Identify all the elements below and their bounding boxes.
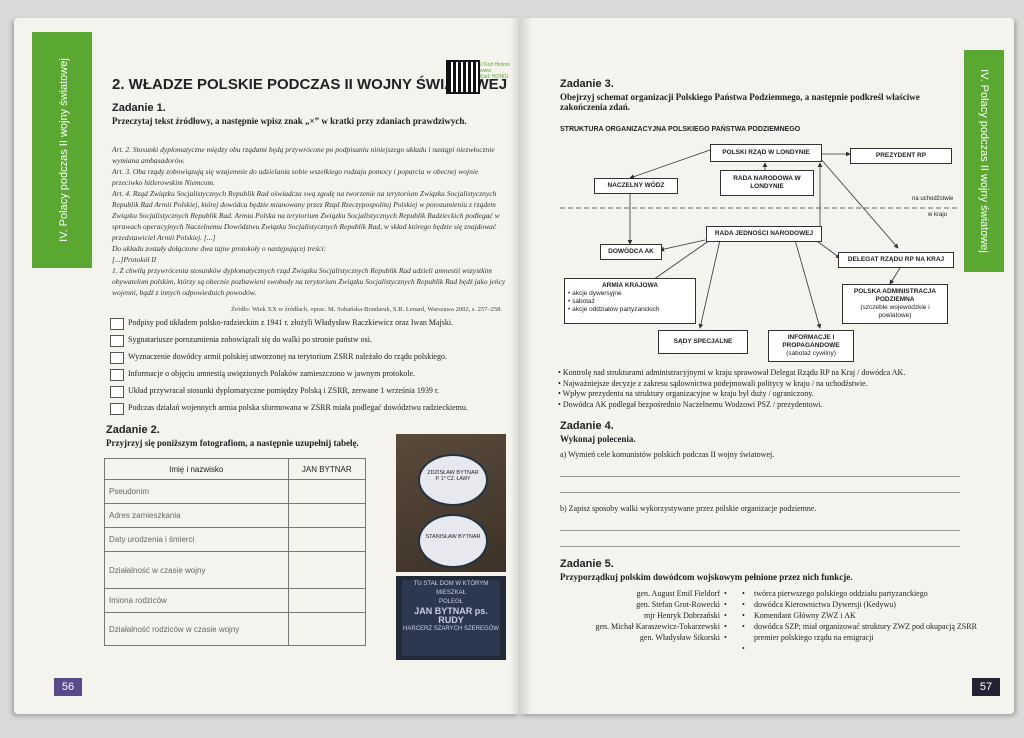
list-item[interactable]: gen. Michał Karaszewicz-Tokarzewski (595, 622, 721, 631)
country-label: w kraju (928, 212, 948, 218)
table-row: Imiona rodziców (104, 588, 367, 613)
page-title: 2. WŁADZE POLSKIE PODCZAS II WOJNY ŚWIAT… (112, 76, 508, 93)
book-spread: IV. Polacy podczas II wojny światowej 2.… (14, 18, 1014, 720)
node-armia: ARMIA KRAJOWA • akcje dywersyjne • sabot… (564, 278, 696, 324)
node-administracja: POLSKA ADMINISTRACJA PODZIEMNA (szczeble… (842, 284, 948, 324)
node-rzad: POLSKI RZĄD W LONDYNIE (710, 144, 822, 162)
plaque: ZDZISŁAW BYTNAR P. 1° CZ. ŁAWY (418, 454, 488, 506)
list-item[interactable]: dowódca Kierownictwa Dywersji (Kedywu) (754, 600, 896, 609)
table-row: Daty urodzenia i śmierci (104, 527, 367, 552)
statement-list: Podpisy pod układem polsko-radzieckim z … (110, 318, 510, 420)
memorial-plaque-photo: TU STAŁ DOM W KTÓRYM MIESZKAŁ POLEGŁ JAN… (396, 576, 506, 660)
table-row: Adres zamieszkania (104, 503, 367, 528)
list-item[interactable]: gen. Stefan Grot-Rowecki (636, 600, 720, 609)
match-dots-left: ••••• (724, 589, 727, 642)
node-rada-narodowa: RADA NARODOWA W LONDYNIE (720, 170, 814, 196)
answer-cell[interactable] (287, 503, 367, 528)
table-header: JAN BYTNAR (287, 458, 367, 480)
task4-heading: Zadanie 4. (560, 420, 614, 432)
emigration-label: na uchodźstwie (912, 196, 954, 202)
plaque: STANISŁAW BYTNAR (418, 514, 488, 568)
list-item[interactable]: premier polskiego rządu na emigracji (754, 633, 874, 642)
page-number: 57 (972, 678, 1000, 696)
list-item[interactable]: twórca pierwszego polskiego oddziału par… (754, 589, 928, 598)
task5-heading: Zadanie 5. (560, 558, 614, 570)
list-item: Kontrolę nad strukturami administracyjny… (558, 368, 978, 379)
checkbox[interactable] (110, 369, 124, 381)
grave-photo: ZDZISŁAW BYTNAR P. 1° CZ. ŁAWY STANISŁAW… (396, 434, 506, 572)
answer-line[interactable] (560, 546, 960, 547)
chapter-tab-left: IV. Polacy podczas II wojny światowej (32, 32, 92, 268)
statement-item: Sygnatariusze porozumienia zobowiązali s… (110, 335, 510, 347)
list-item: Wpływ prezydenta na struktury organizacy… (558, 389, 978, 400)
task5-instruction: Przyporządkuj polskim dowódcom wojskowym… (560, 572, 853, 582)
answer-cell[interactable] (287, 612, 367, 646)
task3-statements: Kontrolę nad strukturami administracyjny… (558, 368, 978, 410)
commander-list: gen. August Emil Fieldorf gen. Stefan Gr… (560, 588, 721, 643)
diagram-title: STRUKTURA ORGANIZACYJNA POLSKIEGO PAŃSTW… (560, 126, 801, 133)
checkbox[interactable] (110, 352, 124, 364)
question-b: b) Zapisz sposoby walki wykorzystywane p… (560, 504, 817, 513)
checkbox[interactable] (110, 335, 124, 347)
answer-cell[interactable] (287, 588, 367, 613)
task2-instruction: Przyjrzyj się poniższym fotografiom, a n… (106, 438, 359, 448)
node-prezydent: PREZYDENT RP (850, 148, 952, 164)
source-note: Źródło: Wiek XX w źródłach, oprac. M. So… (230, 306, 502, 313)
answer-cell[interactable] (287, 551, 367, 589)
task2-heading: Zadanie 2. (106, 424, 160, 436)
list-item[interactable]: Komendant Główny ZWZ i AK (754, 611, 856, 620)
list-item[interactable]: dowódca SZP; miał organizować struktury … (754, 622, 977, 631)
chapter-tab-right: IV. Polacy podczas II wojny światowej (964, 50, 1004, 272)
answer-line[interactable] (560, 476, 960, 477)
list-item[interactable]: gen. August Emil Fieldorf (636, 589, 720, 598)
chapter-tab-label: IV. Polacy podczas II wojny światowej (58, 58, 70, 242)
statement-item: Informacje o objęciu amnestią uwięzionyc… (110, 369, 510, 381)
question-a: a) Wymień cele komunistów polskich podcz… (560, 450, 775, 459)
node-informacje: INFORMACJE I PROPAGANDOWE (sabotaż cywil… (768, 330, 854, 362)
task4-instruction: Wykonaj polecenia. (560, 434, 636, 444)
statement-item: Wyznaczenie dowódcy armii polskiej utwor… (110, 352, 510, 364)
answer-cell[interactable] (287, 527, 367, 552)
task1-instruction: Przeczytaj tekst źródłowy, a następnie w… (112, 116, 467, 126)
statement-item: Układ przywracał stosunki dyplomatyczne … (110, 386, 510, 398)
right-page: IV. Polacy podczas II wojny światowej Za… (520, 18, 1014, 714)
table-row: Działalność rodziców w czasie wojny (104, 612, 367, 646)
list-item: Dowódca AK podlegał bezpośrednio Naczeln… (558, 400, 978, 411)
checkbox[interactable] (110, 318, 124, 330)
source-text: Art. 2. Stosunki dyplomatyczne między ob… (112, 145, 506, 297)
node-wodz: NACZELNY WÓDZ (594, 178, 678, 194)
function-list: twórca pierwszego polskiego oddziału par… (754, 588, 994, 643)
checkbox[interactable] (110, 386, 124, 398)
statement-item: Podczas działań wojennych armia polska s… (110, 403, 510, 415)
task3-instruction: Obejrzyj schemat organizacji Polskiego P… (560, 92, 920, 112)
task3-heading: Zadanie 3. (560, 78, 614, 90)
list-item[interactable]: mjr Henryk Dobrzański (644, 611, 720, 620)
node-sady: SĄDY SPECJALNE (658, 330, 748, 354)
node-rada-jednosci: RADA JEDNOŚCI NARODOWEJ (706, 226, 822, 242)
node-dowodca-ak: DOWÓDCA AK (600, 244, 662, 260)
answer-line[interactable] (560, 492, 960, 493)
qr-code-icon (446, 60, 480, 94)
table-header: Imię i nazwisko (104, 458, 289, 480)
book-gutter (510, 18, 532, 714)
node-delegat: DELEGAT RZĄDU RP NA KRAJ (838, 252, 954, 268)
task1-heading: Zadanie 1. (112, 102, 166, 114)
statement-item: Podpisy pod układem polsko-radzieckim z … (110, 318, 510, 330)
page-number: 56 (54, 678, 82, 696)
left-page: IV. Polacy podczas II wojny światowej 2.… (14, 18, 520, 714)
table-row: Pseudonim (104, 479, 367, 504)
answer-cell[interactable] (287, 479, 367, 504)
list-item[interactable]: gen. Władysław Sikorski (639, 633, 720, 642)
match-dots-right: ••••• (742, 589, 745, 653)
checkbox[interactable] (110, 403, 124, 415)
list-item: Najważniejsze decyzje z zakresu sądownic… (558, 379, 978, 390)
answer-line[interactable] (560, 530, 960, 531)
table-row: Działalność w czasie wojny (104, 551, 367, 589)
